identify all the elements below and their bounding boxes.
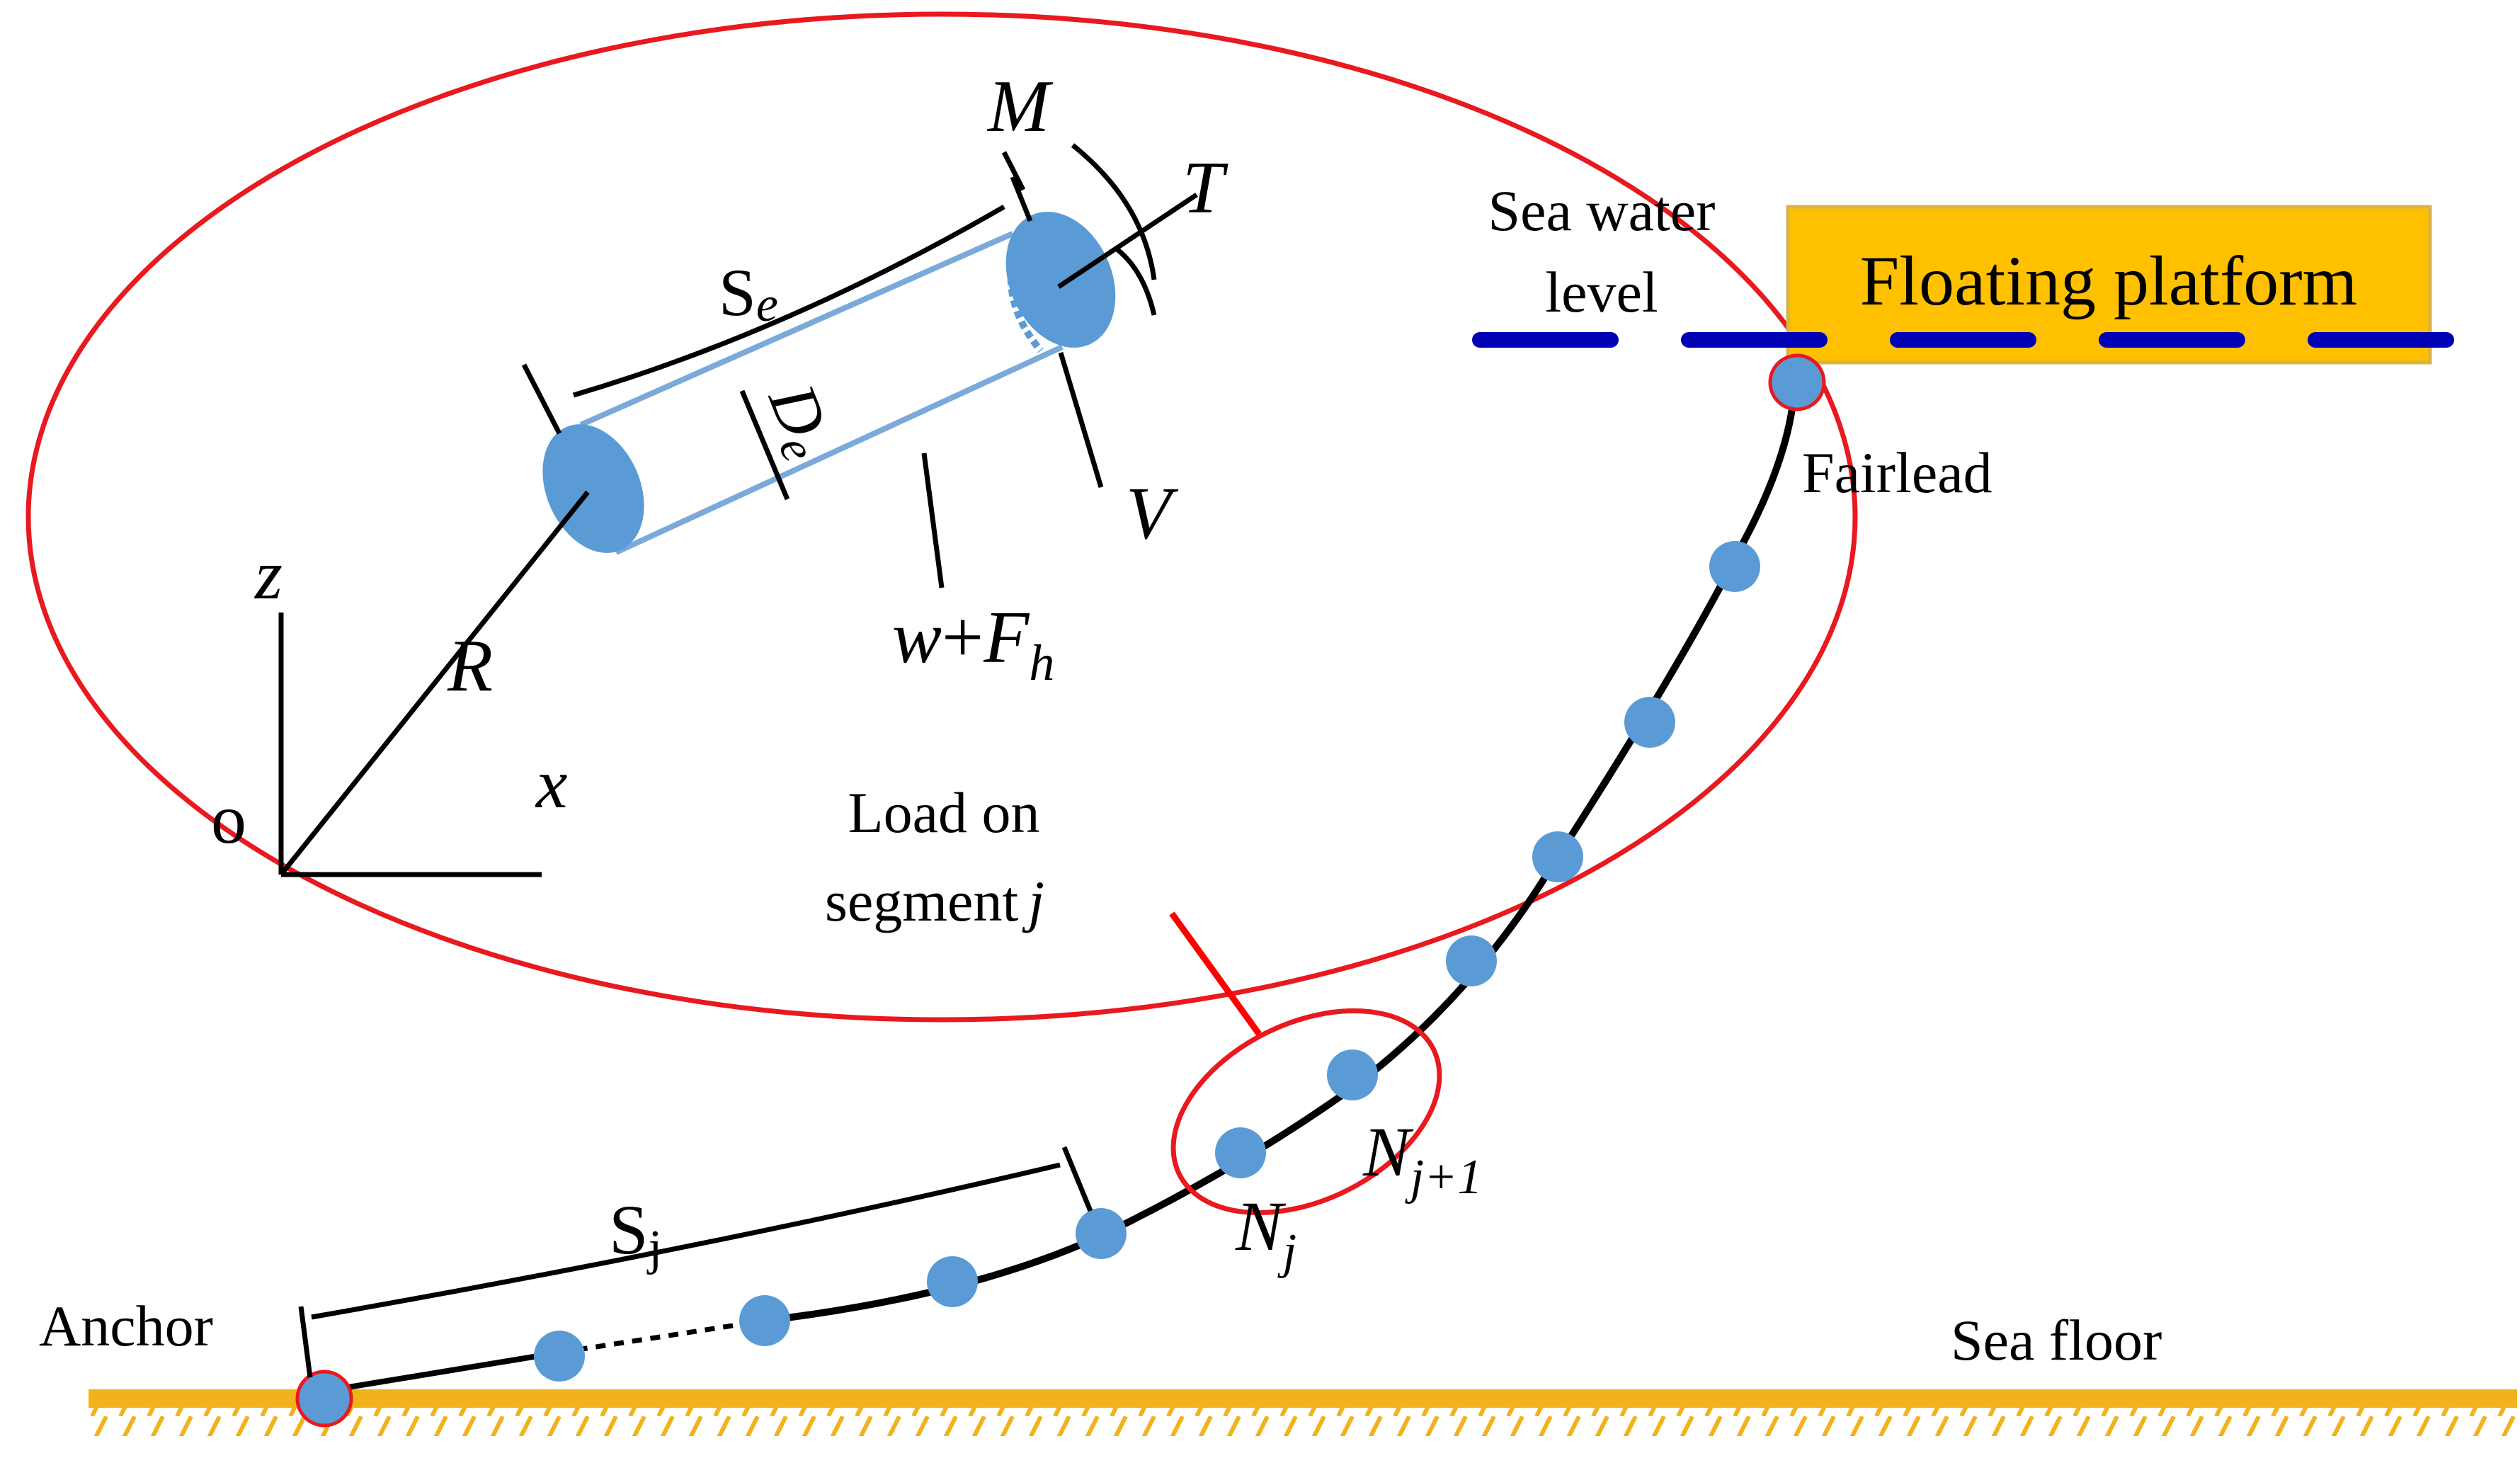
cylinder-end-left	[542, 424, 644, 553]
label-Se-sub: e	[756, 278, 778, 332]
label-h: h	[1029, 634, 1054, 691]
tension-arrow	[1057, 193, 1198, 289]
fairlead-node	[1768, 353, 1826, 411]
cylinder-end-right	[1005, 212, 1116, 348]
label-Sj-sub: j	[646, 1221, 662, 1275]
label-T: T	[1182, 146, 1228, 229]
segment-length-dimension	[521, 176, 1033, 435]
label-Nj: Nj	[1235, 1187, 1296, 1279]
label-Sj: Sj	[609, 1190, 662, 1275]
moment-tick	[1001, 151, 1026, 191]
moment-arrow	[1071, 143, 1157, 280]
magnify-red-arrow	[1169, 911, 1262, 1036]
position-vector-arrow	[279, 490, 590, 877]
mooring-line-bottom	[321, 1350, 560, 1394]
fairlead-label: Fairlead	[1802, 440, 1992, 505]
sj-dimension	[298, 1146, 1093, 1378]
node	[1709, 541, 1760, 592]
label-De-main: D	[754, 372, 843, 447]
segment-j-var: j	[1022, 869, 1044, 933]
label-w: w	[892, 596, 942, 678]
node	[534, 1331, 585, 1382]
node	[739, 1295, 790, 1346]
sj-tick-right	[1061, 1146, 1093, 1212]
sea-water-text: Sea water	[1488, 178, 1716, 243]
label-Se: Se	[719, 255, 778, 332]
label-o: o	[211, 780, 246, 858]
mooring-line-upper	[764, 382, 1798, 1324]
se-tick-right	[1010, 176, 1033, 222]
node	[1076, 1208, 1127, 1259]
level-text: level	[1545, 260, 1658, 324]
label-Se-main: S	[719, 255, 756, 330]
anchor-label: Anchor	[39, 1294, 213, 1358]
label-R: R	[447, 624, 493, 707]
label-V: V	[1126, 472, 1179, 554]
mooring-line-omitted	[559, 1318, 765, 1355]
sj-arrow	[311, 1162, 1061, 1320]
segment-j-highlight-ellipse	[1170, 1008, 1442, 1216]
label-Nj1-main: N	[1362, 1112, 1414, 1191]
label-F: F	[983, 596, 1030, 678]
label-Nj1: Nj+1	[1362, 1112, 1482, 1205]
diameter-line	[739, 389, 790, 501]
sea-floor-hatching	[89, 1408, 2517, 1436]
floating-platform-label: Floating platform	[1860, 241, 2358, 320]
label-z: z	[253, 535, 283, 614]
shear-arrow	[1058, 351, 1104, 489]
se-arrow	[573, 204, 1005, 398]
weight-arrow	[921, 452, 945, 588]
sj-tick-left	[298, 1306, 313, 1378]
label-M: M	[986, 64, 1054, 147]
node	[1624, 697, 1675, 748]
node	[927, 1256, 978, 1307]
moment-arc-tail	[1113, 246, 1157, 316]
label-x: x	[535, 744, 567, 823]
label-plus: +	[942, 596, 984, 678]
mooring-nodes	[295, 353, 1826, 1428]
load-on-text: Load on	[848, 780, 1040, 845]
node	[1446, 935, 1497, 986]
label-Nj-main: N	[1235, 1187, 1287, 1265]
label-Sj-main: S	[609, 1190, 649, 1269]
node	[1532, 831, 1583, 882]
anchor-node	[295, 1370, 353, 1428]
sea-floor-line	[89, 1389, 2517, 1408]
segment-word: segment	[825, 869, 1018, 933]
label-w-plus-Fh: w+Fh	[892, 596, 1054, 691]
se-tick-left	[521, 363, 562, 435]
cylinder-end-right-hidden-edge	[1007, 232, 1044, 353]
magnified-segment-ellipse	[25, 11, 1858, 1023]
node-j	[1215, 1127, 1266, 1178]
sea-floor-label: Sea floor	[1951, 1308, 2162, 1372]
node-j-plus-1	[1327, 1049, 1378, 1100]
label-Nj1-sub: j+1	[1405, 1150, 1483, 1205]
